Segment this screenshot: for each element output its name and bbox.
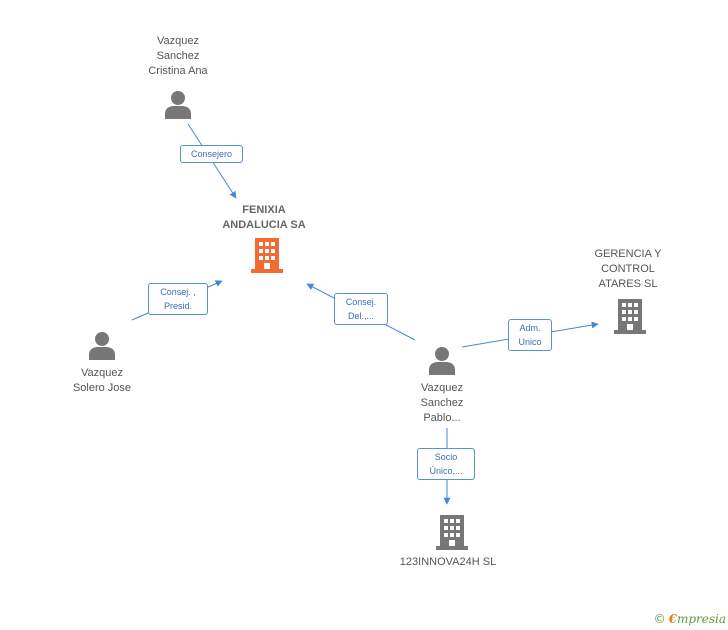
node-label-line: FENIXIA: [242, 204, 286, 216]
node-label-line: Sanchez: [156, 50, 200, 62]
brand-euro-mark: €: [668, 612, 677, 626]
edge-label-consejero[interactable]: Consejero: [180, 145, 243, 163]
empresia-logo[interactable]: ©€mpresia: [654, 612, 726, 626]
edge-label-line: Consej. ,: [160, 287, 196, 297]
edge-label-line: Consejero: [190, 149, 233, 159]
edge-label-socio-unico[interactable]: Socio Único,...: [417, 448, 475, 480]
node-label-cristina[interactable]: Vazquez Sanchez Cristina Ana: [128, 34, 228, 79]
edge-label-line: Adm.: [519, 323, 541, 333]
edge-label-line: Unico: [518, 337, 542, 347]
edge-label-adm-unico[interactable]: Adm. Unico: [508, 319, 552, 351]
edge-label-line: Socio: [434, 452, 458, 462]
edge-label-consej-presid[interactable]: Consej. , Presid.: [148, 283, 208, 315]
copyright-icon: ©: [653, 612, 666, 626]
building-icon[interactable]: [436, 515, 468, 550]
node-label-innova[interactable]: 123INNOVA24H SL: [388, 555, 508, 570]
edge-label-line: Único,...: [429, 466, 463, 476]
node-label-line: Vazquez: [157, 35, 199, 47]
node-label-pablo[interactable]: Vazquez Sanchez Pablo...: [392, 381, 492, 426]
node-label-line: Vazquez: [81, 367, 123, 379]
edge-label-consej-del[interactable]: Consej. Del.,...: [334, 293, 388, 325]
person-icon[interactable]: [87, 330, 117, 360]
node-label-line: ANDALUCIA SA: [222, 219, 306, 231]
node-label-gerencia[interactable]: GERENCIA Y CONTROL ATARES SL: [578, 247, 678, 292]
edge-label-line: Del.,...: [347, 311, 374, 321]
node-label-line: ATARES SL: [598, 278, 658, 290]
person-icon[interactable]: [163, 89, 193, 119]
node-label-line: 123INNOVA24H SL: [399, 556, 497, 568]
edge-label-line: Presid.: [163, 301, 192, 311]
person-icon[interactable]: [427, 345, 457, 375]
node-label-line: Pablo...: [423, 412, 461, 424]
node-label-line: CONTROL: [601, 263, 655, 275]
node-label-line: Sanchez: [420, 397, 464, 409]
node-label-solero[interactable]: Vazquez Solero Jose: [52, 366, 152, 396]
brand-name: mpresia: [676, 612, 726, 626]
node-label-line: Vazquez: [421, 382, 463, 394]
node-label-line: Solero Jose: [72, 382, 132, 394]
edge-label-line: Consej.: [345, 297, 377, 307]
building-icon[interactable]: [251, 238, 283, 273]
node-label-line: Cristina Ana: [148, 65, 208, 77]
node-label-fenixia[interactable]: FENIXIA ANDALUCIA SA: [204, 203, 324, 233]
building-icon[interactable]: [614, 299, 646, 334]
node-label-line: GERENCIA Y: [594, 248, 662, 260]
